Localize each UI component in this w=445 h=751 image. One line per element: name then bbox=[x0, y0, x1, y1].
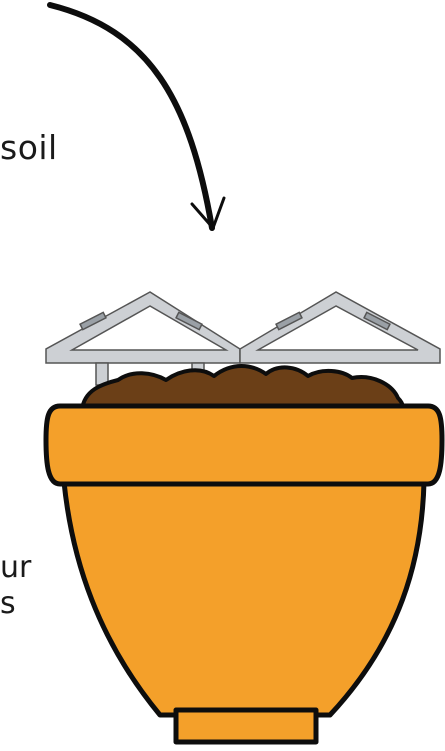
soil-mound-icon bbox=[80, 364, 406, 414]
curved-arrow-icon bbox=[47, 2, 226, 231]
triangle-frame-icon bbox=[45, 291, 441, 386]
flower-pot-icon bbox=[43, 403, 445, 745]
cut-off-label-line-1: ur bbox=[0, 550, 32, 585]
soil-label: soil bbox=[0, 128, 58, 167]
cut-off-label-line-2: s bbox=[0, 586, 16, 621]
